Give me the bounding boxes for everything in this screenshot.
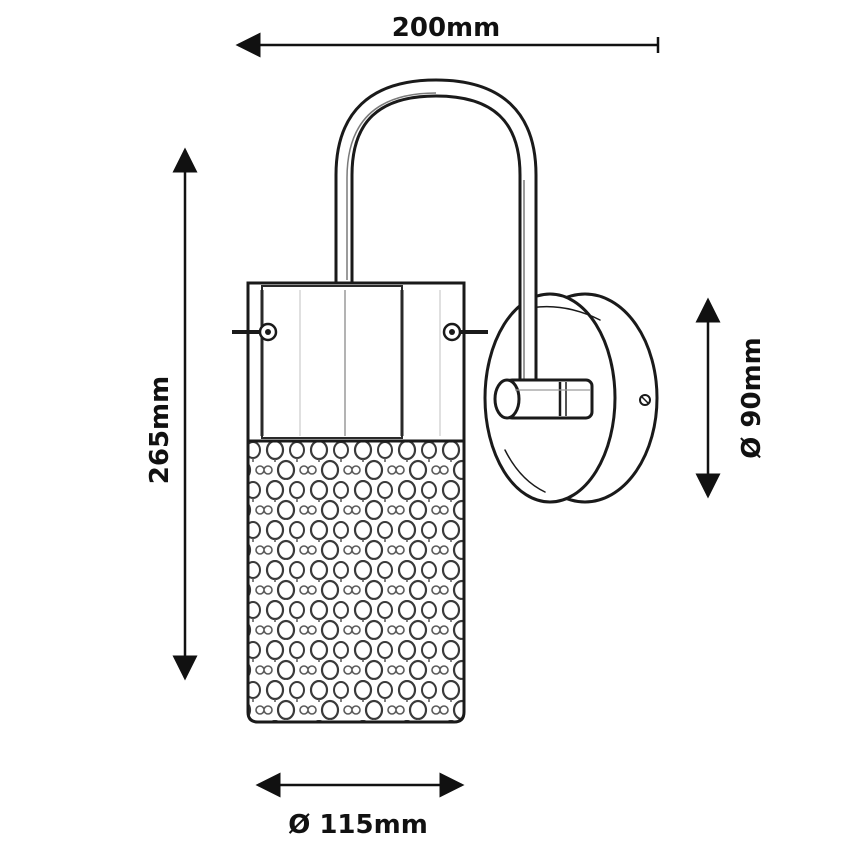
connector-cap xyxy=(493,378,521,420)
backplate-diameter-label: Ø 90mm xyxy=(737,337,767,459)
lamp-arm xyxy=(334,78,538,390)
height-label: 265mm xyxy=(145,376,175,484)
glass-shade xyxy=(232,281,488,724)
shade-upper-band xyxy=(246,281,466,443)
arm-connector xyxy=(493,378,594,420)
width-label: 200mm xyxy=(392,13,500,43)
backplate-diameter-dimension: Ø 90mm xyxy=(695,297,767,499)
shade-crystal-section xyxy=(246,439,466,724)
shade-diameter-label: Ø 115mm xyxy=(288,810,428,840)
width-dimension: 200mm xyxy=(235,13,660,58)
shade-screw-left xyxy=(232,322,278,342)
arm-tube-inner xyxy=(337,81,535,390)
shade-diameter-dimension: Ø 115mm xyxy=(255,772,465,840)
height-dimension: 265mm xyxy=(145,147,198,681)
shade-screw-right xyxy=(442,322,488,342)
